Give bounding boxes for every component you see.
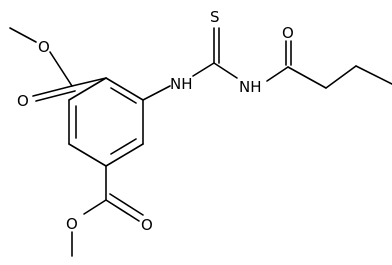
bond [110,138,137,155]
atom-label-oxygen: O [38,38,50,56]
atom-label-nh: NH [170,75,193,93]
bond [325,65,357,89]
bond [355,65,392,85]
bond [266,66,289,82]
bond-lines [9,27,392,257]
atom-label-nh: NH [239,78,262,96]
bond [213,62,238,79]
bond [35,90,76,102]
atom-label-oxygen: O [141,216,153,234]
bond [83,199,107,215]
bond [105,143,144,167]
bond [105,77,144,101]
bond [71,77,107,87]
bond [9,27,37,43]
bond [109,193,144,216]
bond [192,62,215,77]
bond [142,85,171,101]
bond [287,66,327,89]
atom-label-oxygen: O [282,24,294,42]
bond [68,77,107,101]
atom-label-oxygen: O [66,215,78,233]
atom-label-oxygen: O [17,92,29,110]
bond [105,199,140,222]
bond [49,51,73,87]
bond [68,143,107,167]
bond [110,87,137,104]
atom-label-sulfur: S [210,8,220,26]
bond [32,85,73,97]
